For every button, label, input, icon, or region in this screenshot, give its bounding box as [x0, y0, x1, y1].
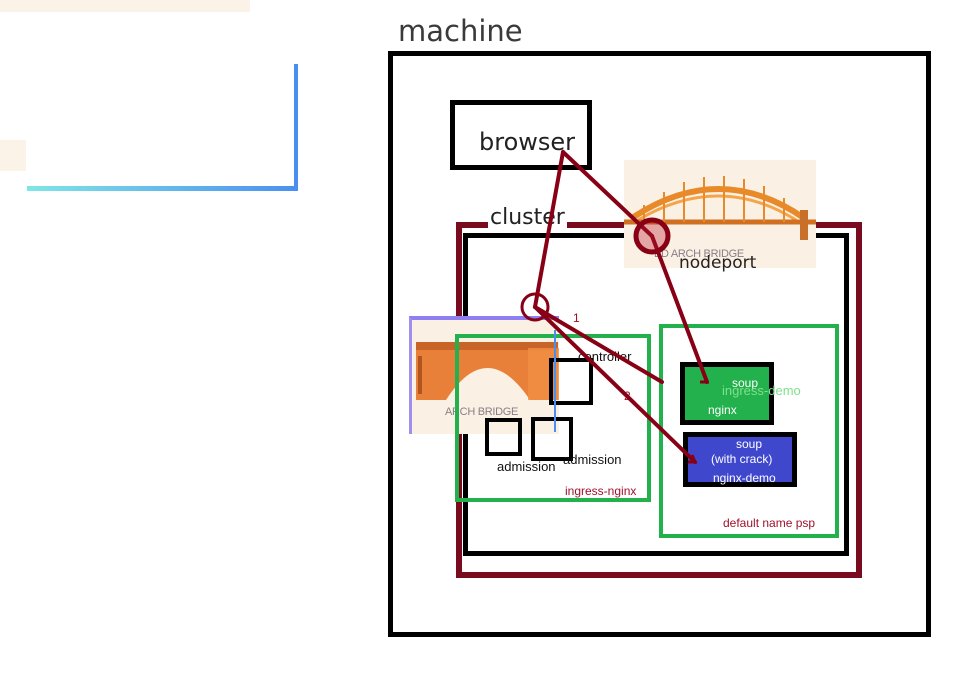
soup-pod-ingress-demo-label: ingress-demo	[722, 383, 801, 398]
admission-box-1	[485, 418, 522, 456]
browser-label: browser	[479, 128, 576, 156]
soup-crack-pod-box	[683, 432, 797, 487]
browser-box	[450, 100, 592, 170]
soup-pod-soup-label: soup	[732, 376, 759, 390]
admission-label-2: admission	[563, 452, 622, 467]
soup-pod-nginx-label: nginx	[708, 403, 737, 417]
ingress-nginx-label: ingress-nginx	[565, 484, 637, 498]
left-tab-strip	[0, 140, 26, 171]
controller-label: controller	[578, 349, 632, 364]
top-left-strip	[0, 0, 250, 12]
bridge-photo-top: ED ARCH BRIDGE	[624, 160, 816, 268]
nodeport-label: nodeport	[679, 253, 757, 273]
route-number-2: 2	[624, 389, 631, 403]
admission-label-1: admission	[497, 459, 556, 474]
default-namespace-box	[659, 324, 839, 538]
machine-box	[388, 51, 931, 637]
soup-crack-pod-soup-label: soup	[736, 437, 763, 451]
soup-crack-pod-nginx-demo-label: nginx-demo	[713, 471, 776, 485]
bridge-left-caption: ARCH BRIDGE	[445, 406, 519, 418]
cluster-label: cluster	[488, 205, 567, 230]
soup-crack-pod-with-crack-label: (with crack)	[711, 452, 773, 466]
controller-box	[549, 358, 593, 405]
machine-title: machine	[398, 14, 523, 48]
left-decorative-frame	[27, 64, 298, 191]
default-name-psp-label: default name psp	[723, 516, 816, 530]
route-number-1: 1	[573, 311, 580, 325]
